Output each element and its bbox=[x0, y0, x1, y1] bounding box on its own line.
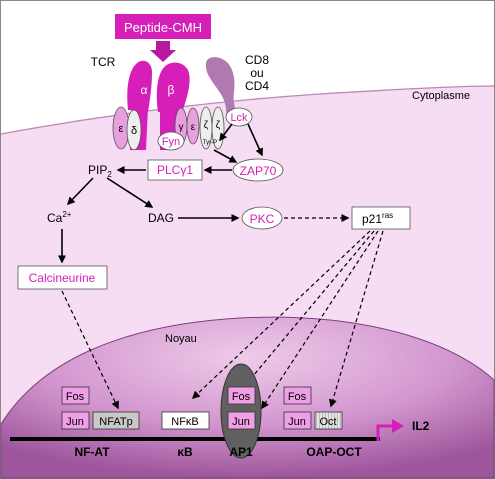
arrow-pip2-ca bbox=[66, 177, 94, 206]
pkc-node bbox=[241, 206, 283, 230]
arrow-p21-oct bbox=[329, 230, 384, 408]
il2-label: IL2 bbox=[412, 419, 430, 433]
epsilon-label-right: ε bbox=[191, 122, 196, 133]
jun-box-oap bbox=[283, 411, 312, 430]
cd3-delta bbox=[126, 109, 142, 151]
pip2-label: PIP2 bbox=[88, 163, 112, 179]
nfkb-label: NFκB bbox=[171, 416, 199, 428]
site-ap1-label: AP1 bbox=[229, 445, 253, 459]
oct-label: Oct bbox=[319, 416, 336, 428]
fyn-node bbox=[157, 131, 185, 151]
peptide-cmh-box bbox=[115, 14, 211, 39]
zap70-label: ZAP70 bbox=[240, 164, 277, 178]
jun-box-nfat bbox=[61, 411, 90, 430]
oct-box bbox=[314, 411, 343, 430]
lck-node bbox=[225, 107, 253, 127]
jun-box-ap1 bbox=[227, 411, 256, 430]
plcg1-box bbox=[147, 159, 203, 181]
nfatp-box bbox=[92, 411, 140, 430]
epsilon-label-left: ε bbox=[119, 123, 124, 135]
tcr-beta-chain bbox=[156, 62, 190, 112]
cd8-label: CD8 bbox=[245, 53, 269, 67]
zeta-label-2: ζ bbox=[216, 120, 221, 131]
dag-label: DAG bbox=[148, 211, 174, 225]
cell-membrane bbox=[0, 85, 495, 135]
fos-box-nfat bbox=[61, 386, 90, 405]
calcineurine-label: Calcineurine bbox=[29, 271, 96, 285]
site-kb-label: κB bbox=[177, 445, 193, 459]
arrow-p21-ap1-fos bbox=[247, 230, 375, 384]
ca2-label: Ca2+ bbox=[47, 210, 72, 225]
cd8-cd4-coreceptor bbox=[206, 57, 237, 122]
site-oap-oct-label: OAP-OCT bbox=[306, 445, 362, 459]
site-nfat-label: NF-AT bbox=[74, 445, 110, 459]
tcr-label: TCR bbox=[91, 55, 116, 69]
calcineurine-box bbox=[17, 265, 108, 290]
cytoplasme-label: Cytoplasme bbox=[412, 90, 470, 102]
nfatp-label: NFATp bbox=[99, 416, 132, 428]
tyr-p-label: Tyr-P bbox=[203, 140, 217, 146]
zap70-node bbox=[232, 158, 284, 182]
jun-label-nfat: Jun bbox=[66, 416, 84, 428]
arrow-p21-nfkb bbox=[191, 230, 371, 400]
ap1-complex bbox=[220, 363, 262, 459]
fos-box-oap bbox=[283, 386, 312, 405]
arrow-lck-zap70 bbox=[247, 123, 263, 157]
fyn-label: Fyn bbox=[162, 136, 180, 148]
peptide-cmh-label: Peptide-CMH bbox=[124, 20, 202, 35]
fos-box-ap1 bbox=[227, 386, 256, 405]
dashed-arrows bbox=[61, 214, 384, 410]
p21ras-label: p21ras bbox=[362, 211, 393, 226]
nfkb-box bbox=[161, 411, 210, 430]
arrow-pip2-dag bbox=[106, 177, 154, 208]
arrow-p21-ap1-jun bbox=[261, 230, 379, 410]
gamma-label: γ bbox=[179, 122, 184, 133]
beta-label: β bbox=[168, 83, 175, 97]
arrow-zeta-zap70 bbox=[213, 149, 238, 163]
jun-label-oap: Jun bbox=[288, 416, 306, 428]
jun-label-ap1: Jun bbox=[232, 416, 250, 428]
il2-start-line bbox=[376, 424, 393, 441]
alpha-label: α bbox=[141, 83, 148, 97]
peptide-arrow-icon bbox=[150, 41, 176, 62]
solid-arrows bbox=[58, 123, 263, 264]
il2-start-arrow-icon bbox=[392, 419, 404, 433]
zeta-label-1: ζ bbox=[204, 120, 209, 131]
p21ras-box bbox=[351, 206, 411, 230]
arrow-lck-zeta bbox=[219, 123, 233, 142]
arrow-calcineurine-nfatp bbox=[61, 290, 119, 410]
fos-label-ap1: Fos bbox=[232, 391, 251, 403]
cd3-epsilon-right bbox=[186, 107, 200, 145]
ou-label: ou bbox=[250, 66, 263, 80]
plcg1-label: PLCγ1 bbox=[157, 163, 193, 177]
pkc-label: PKC bbox=[250, 212, 275, 226]
lck-label: Lck bbox=[230, 112, 248, 124]
tcr-alpha-chain bbox=[127, 60, 152, 112]
cd4-label: CD4 bbox=[245, 79, 269, 93]
fos-label-oap: Fos bbox=[288, 391, 307, 403]
delta-label: δ bbox=[131, 125, 137, 137]
noyau-label: Noyau bbox=[165, 333, 197, 345]
fos-label-nfat: Fos bbox=[66, 391, 85, 403]
